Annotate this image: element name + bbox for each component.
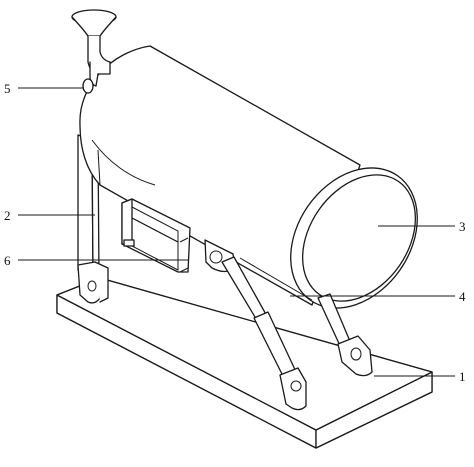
leader-lines bbox=[18, 87, 455, 377]
front-strut bbox=[221, 256, 307, 411]
drive-box bbox=[121, 198, 191, 273]
base-plate bbox=[56, 277, 433, 449]
callout-labels: 5 2 6 3 4 1 bbox=[4, 81, 466, 384]
end-cap bbox=[290, 167, 418, 309]
callout-6: 6 bbox=[4, 253, 11, 268]
callout-4: 4 bbox=[459, 289, 466, 304]
rear-strut bbox=[317, 293, 373, 377]
callout-5: 5 bbox=[4, 81, 11, 96]
callout-3: 3 bbox=[459, 219, 466, 234]
callout-2: 2 bbox=[4, 208, 11, 223]
outlet-pipe bbox=[71, 9, 117, 94]
callout-1: 1 bbox=[459, 369, 466, 384]
